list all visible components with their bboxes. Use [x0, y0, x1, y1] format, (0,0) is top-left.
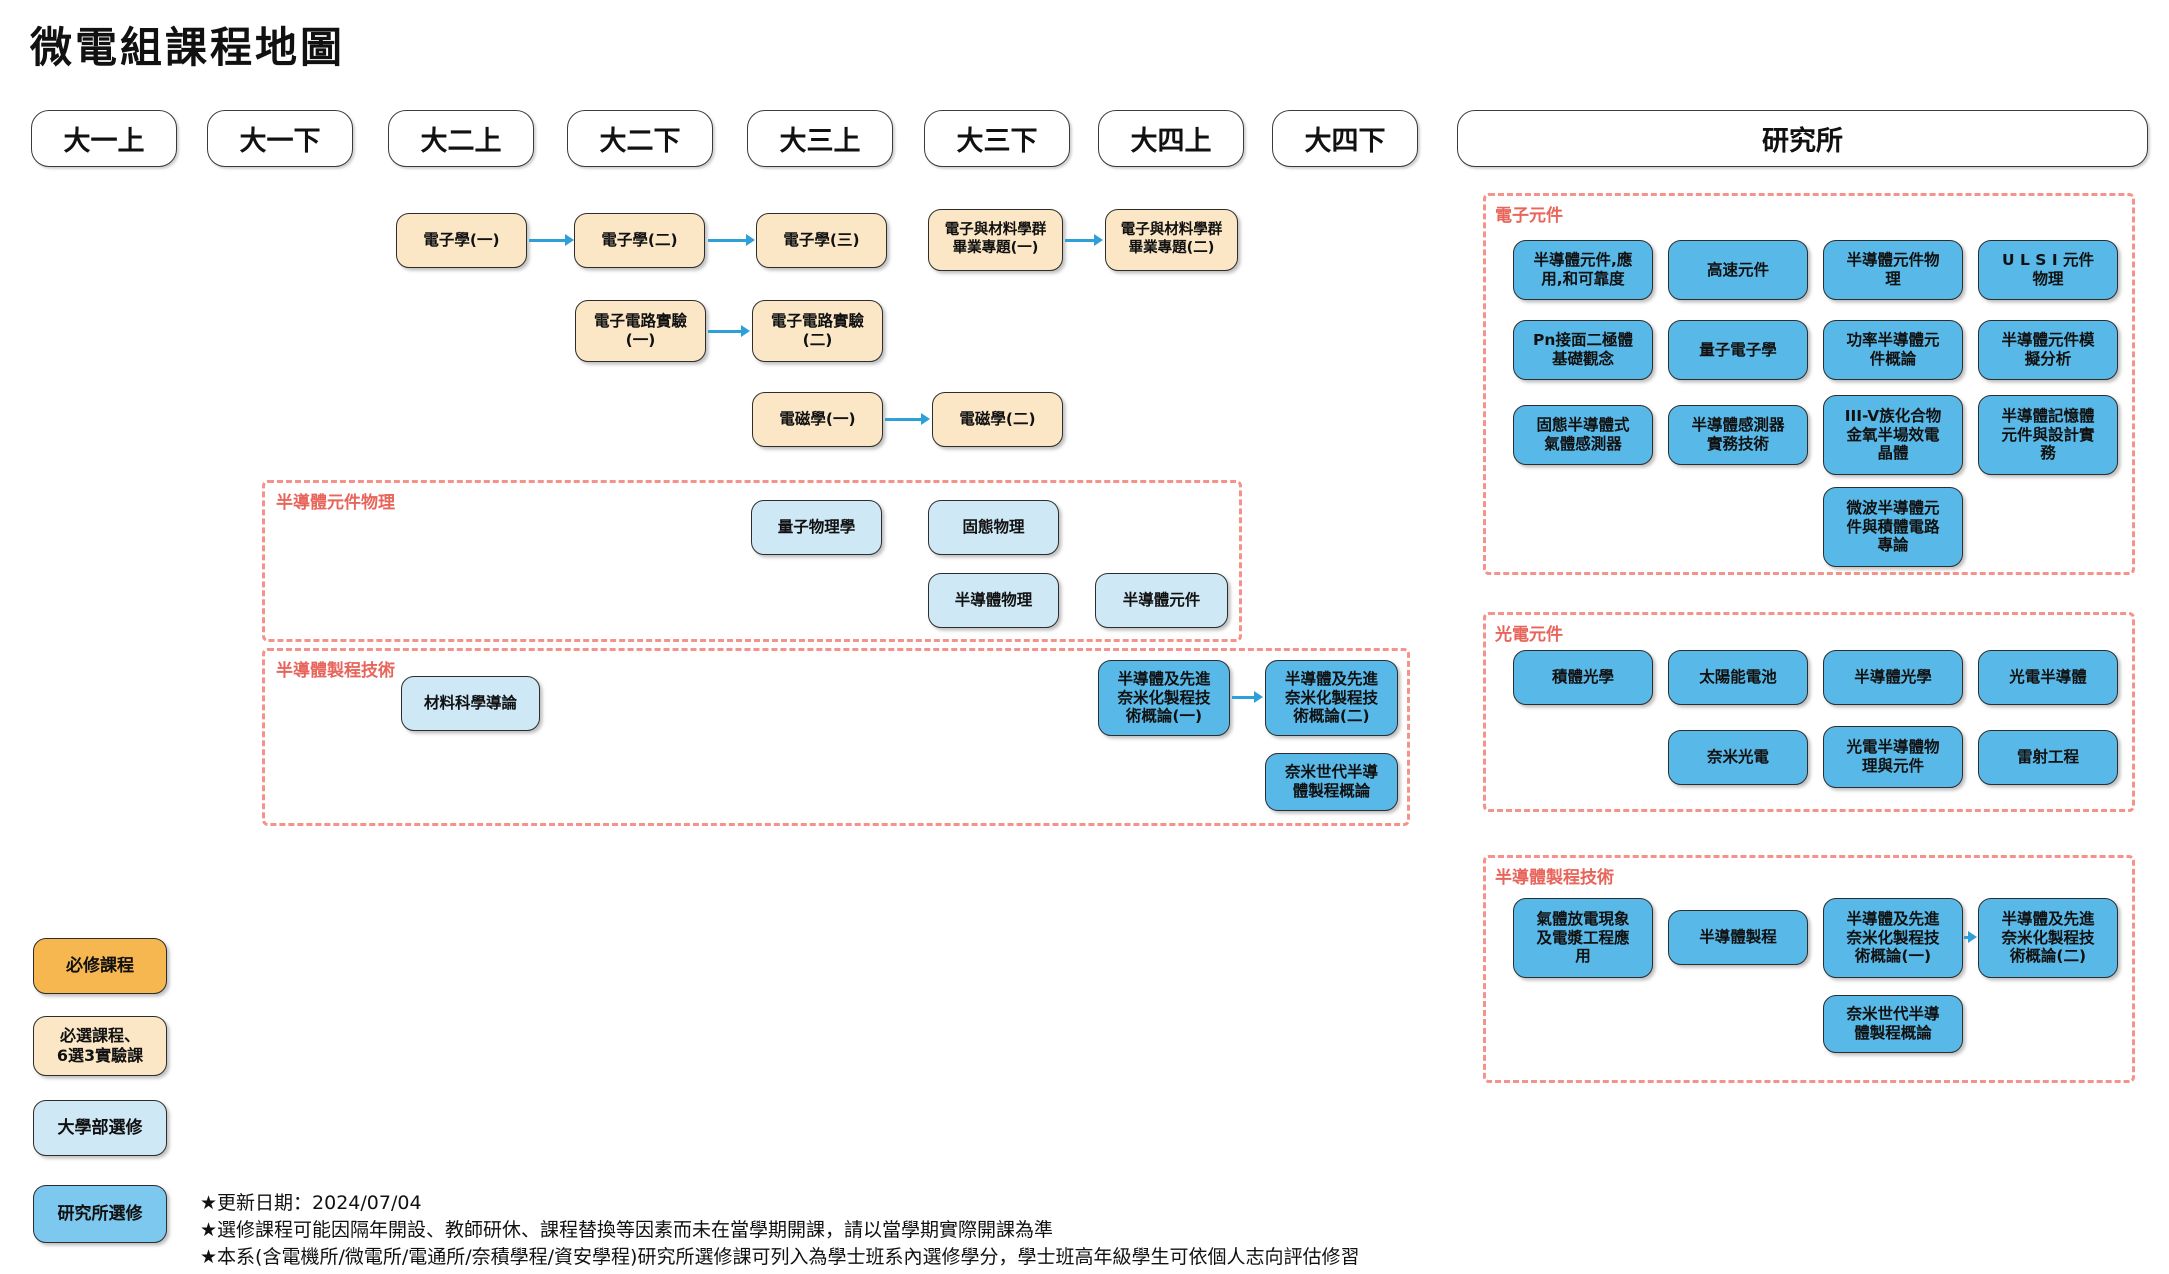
header-semester-2: 大一下: [207, 110, 353, 167]
course-solid-state-physics: 固態物理: [928, 500, 1059, 555]
group-device-physics-label: 半導體元件物理: [276, 493, 395, 513]
header-semester-6: 大三下: [924, 110, 1070, 167]
course-nano-photonics: 奈米光電: [1668, 730, 1808, 785]
course-capstone-2: 電子與材料學群 畢業專題(二): [1105, 209, 1238, 271]
course-grad-nano-process-2: 半導體及先進 奈米化製程技 術概論(二): [1978, 898, 2118, 978]
group-process-left-label: 半導體製程技術: [276, 661, 395, 681]
group-optoelectronic-devices: [1483, 612, 2135, 812]
course-nano-process-2: 半導體及先進 奈米化製程技 術概論(二): [1265, 660, 1398, 736]
flow-arrow: [708, 325, 750, 337]
legend-undergrad-electives: 大學部選修: [33, 1100, 167, 1156]
flow-arrow: [885, 413, 930, 425]
course-solar-cells: 太陽能電池: [1668, 650, 1808, 705]
header-semester-4: 大二下: [567, 110, 713, 167]
course-gas-discharge-plasma: 氣體放電現象 及電漿工程應 用: [1513, 898, 1653, 978]
flow-arrow: [1232, 691, 1263, 703]
course-semiconductor-process: 半導體製程: [1668, 910, 1808, 965]
course-semiconductor-physics: 半導體物理: [928, 573, 1059, 628]
course-iii-v-mosfet: III-V族化合物 金氧半場效電 晶體: [1823, 395, 1963, 475]
group-device-physics: [262, 480, 1242, 642]
course-integrated-optics: 積體光學: [1513, 650, 1653, 705]
legend-required-courses: 必修課程: [33, 938, 167, 994]
course-electronics-1: 電子學(一): [396, 213, 527, 268]
group-optoelectronic-devices-label: 光電元件: [1495, 625, 1563, 645]
course-solid-state-gas-sensors: 固態半導體式 氣體感測器: [1513, 405, 1653, 465]
course-nano-process-1: 半導體及先進 奈米化製程技 術概論(一): [1098, 660, 1230, 736]
header-semester-5: 大三上: [747, 110, 893, 167]
course-optoelectronic-semiconductors: 光電半導體: [1978, 650, 2118, 705]
course-electronics-2: 電子學(二): [574, 213, 705, 268]
course-high-speed-devices: 高速元件: [1668, 240, 1808, 300]
header-semester-8: 大四下: [1272, 110, 1418, 167]
course-device-simulation-analysis: 半導體元件模 擬分析: [1978, 320, 2118, 380]
group-process-left: [262, 648, 1410, 826]
course-ulsi-device-physics: U L S I 元件 物理: [1978, 240, 2118, 300]
course-materials-science: 材料科學導論: [401, 676, 540, 731]
course-quantum-electronics: 量子電子學: [1668, 320, 1808, 380]
flow-arrow: [1964, 931, 1977, 943]
group-electronic-devices-label: 電子元件: [1495, 206, 1563, 226]
course-semiconductor-device-physics: 半導體元件物 理: [1823, 240, 1963, 300]
course-grad-nano-generation: 奈米世代半導 體製程概論: [1823, 995, 1963, 1053]
footnote-update-date: ★更新日期：2024/07/04: [200, 1192, 422, 1214]
course-electronics-3: 電子學(三): [756, 213, 887, 268]
flow-arrow: [708, 234, 755, 246]
course-electromagnetics-1: 電磁學(一): [752, 392, 883, 447]
legend-required-electives: 必選課程、 6選3實驗課: [33, 1016, 167, 1076]
group-process-grad: [1483, 855, 2135, 1083]
course-electromagnetics-2: 電磁學(二): [932, 392, 1063, 447]
course-circuits-lab-1: 電子電路實驗 (一): [575, 300, 706, 362]
course-semiconductor-devices: 半導體元件: [1095, 573, 1228, 628]
course-semiconductor-sensor-practice: 半導體感測器 實務技術: [1668, 405, 1808, 465]
course-semiconductor-optics: 半導體光學: [1823, 650, 1963, 705]
header-graduate-school: 研究所: [1457, 110, 2148, 167]
flow-arrow: [1065, 234, 1103, 246]
footnote-grad-credit-policy: ★本系(含電機所/微電所/電通所/奈積學程/資安學程)研究所選修課可列入為學士班…: [200, 1246, 1360, 1268]
course-memory-device-design: 半導體記憶體 元件與設計實 務: [1978, 395, 2118, 475]
course-nano-generation: 奈米世代半導 體製程概論: [1265, 753, 1398, 811]
page-title: 微電組課程地圖: [30, 23, 346, 72]
course-semiconductor-devices-reliability: 半導體元件,應 用,和可靠度: [1513, 240, 1653, 300]
flow-arrow: [529, 234, 574, 246]
course-power-semiconductor-devices: 功率半導體元 件概論: [1823, 320, 1963, 380]
legend-grad-electives: 研究所選修: [33, 1185, 167, 1243]
group-process-grad-label: 半導體製程技術: [1495, 868, 1614, 888]
course-pn-junction-diode: Pn接面二極體 基礎觀念: [1513, 320, 1653, 380]
course-microwave-devices-ic: 微波半導體元 件與積體電路 專論: [1823, 487, 1963, 567]
course-circuits-lab-2: 電子電路實驗 (二): [752, 300, 883, 362]
course-grad-nano-process-1: 半導體及先進 奈米化製程技 術概論(一): [1823, 898, 1963, 978]
course-optoelectronic-device-physics: 光電半導體物 理與元件: [1823, 726, 1963, 788]
course-quantum-physics: 量子物理學: [751, 500, 882, 555]
header-semester-3: 大二上: [388, 110, 534, 167]
footnote-elective-availability: ★選修課程可能因隔年開設、教師研休、課程替換等因素而未在當學期開課，請以當學期實…: [200, 1219, 1054, 1241]
header-semester-7: 大四上: [1098, 110, 1244, 167]
course-laser-engineering: 雷射工程: [1978, 730, 2118, 785]
course-capstone-1: 電子與材料學群 畢業專題(一): [928, 209, 1063, 271]
group-electronic-devices: [1483, 193, 2135, 575]
header-semester-1: 大一上: [31, 110, 177, 167]
